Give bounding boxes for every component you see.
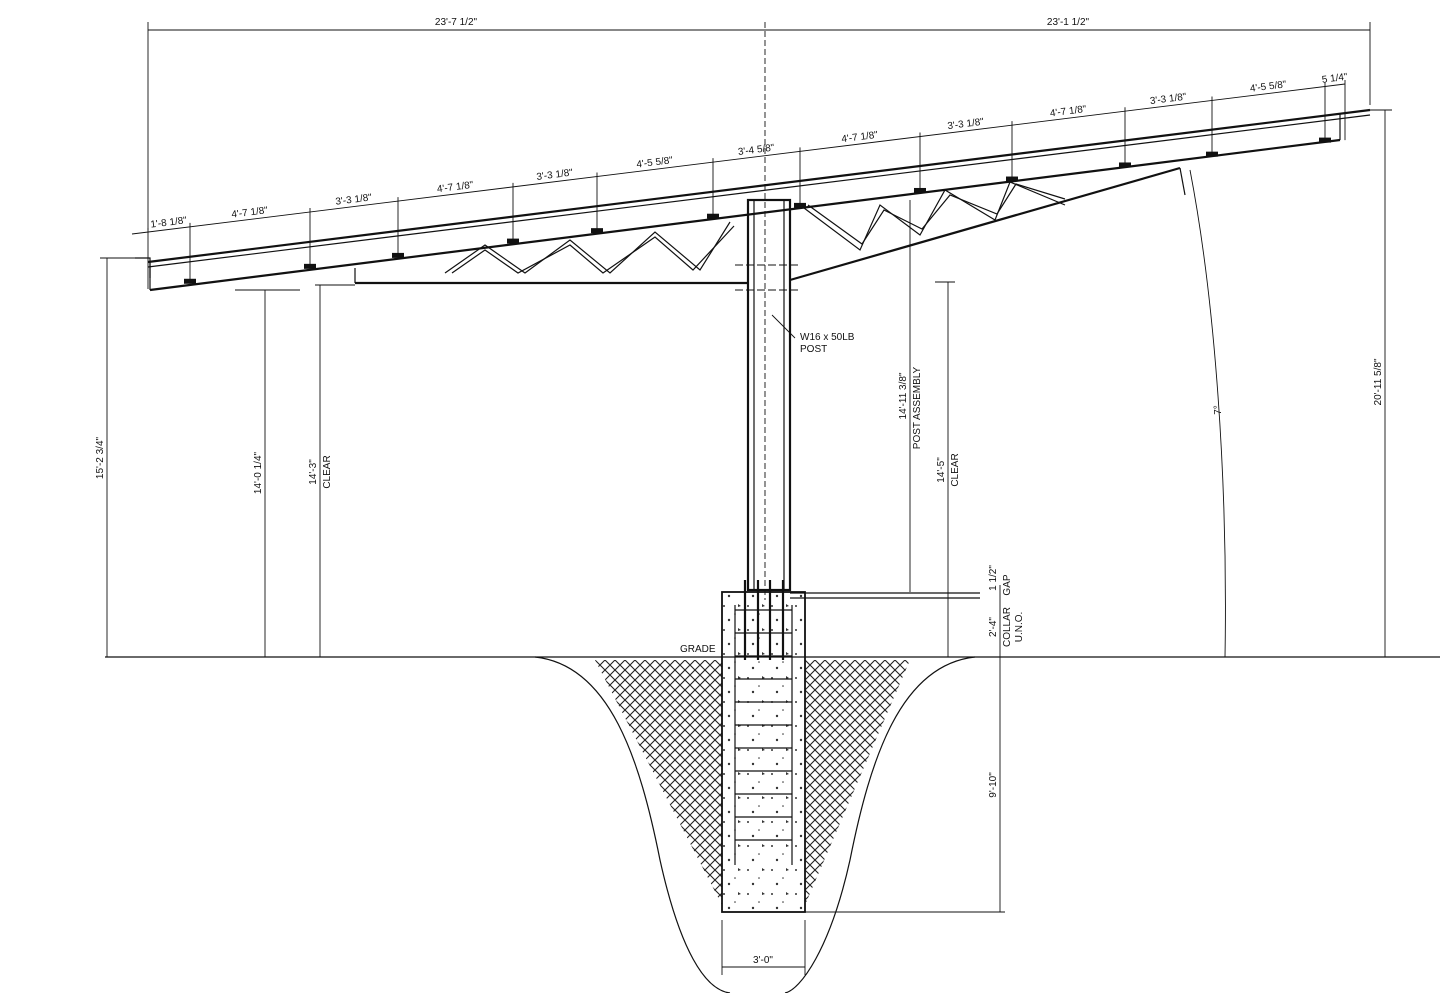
segment-dim: 3'-3 1/8" — [1149, 92, 1187, 107]
right-clear-dim: 14'-5" — [936, 457, 947, 483]
left-overall-dim: 15'-2 3/4" — [95, 436, 106, 479]
excavation-outline — [534, 656, 976, 993]
w16-post: W16 x 50LB POST — [735, 198, 855, 592]
panel-clip — [304, 263, 316, 269]
segment-dim: 4'-7 1/8" — [231, 205, 269, 220]
tilt-angle-arc — [1189, 169, 1226, 658]
concrete-footing — [721, 580, 980, 913]
post-assembly-label: POST ASSEMBLY — [912, 366, 923, 449]
top-dimension: 23'-7 1/2" 23'-1 1/2" — [147, 17, 1371, 600]
panel-clip — [184, 278, 196, 284]
panel-clip — [392, 252, 404, 258]
panel-clip — [591, 228, 603, 234]
right-clear-label: CLEAR — [950, 453, 961, 486]
gap-label: GAP — [1002, 574, 1013, 595]
top-left-span: 23'-7 1/2" — [435, 17, 478, 28]
footing-width-dim: 3'-0" — [753, 955, 773, 966]
grade-label: GRADE — [680, 644, 716, 655]
roof-panels — [135, 108, 1371, 292]
panel-clip — [1319, 137, 1331, 143]
post-sub-label: POST — [800, 344, 827, 355]
vertical-dimensions: 15'-2 3/4" 14'-0 1/4" 14'-3" CLEAR 14'-1… — [95, 109, 1392, 975]
segment-dim: 1'-8 1/8" — [150, 215, 188, 230]
segment-dim: 3'-3 1/8" — [536, 167, 574, 182]
right-truss — [789, 166, 1186, 282]
left-truss — [354, 221, 748, 285]
left-clear-dim: 14'-3" — [308, 459, 319, 485]
segment-dim: 5 1/4" — [1321, 72, 1348, 86]
panel-clip — [507, 238, 519, 244]
segment-dim: 4'-7 1/8" — [436, 180, 474, 195]
collar-label: COLLAR — [1002, 607, 1013, 647]
panel-clip — [914, 187, 926, 193]
left-beam-dim: 14'-0 1/4" — [253, 451, 264, 494]
panel-clip — [1206, 151, 1218, 157]
segment-dim: 3'-3 1/8" — [335, 192, 373, 207]
top-right-span: 23'-1 1/2" — [1047, 17, 1090, 28]
post-label: W16 x 50LB — [800, 332, 855, 343]
segment-dim: 3'-3 1/8" — [947, 117, 985, 132]
panel-segment-dimensions: 1'-8 1/8" 4'-7 1/8" 3'-3 1/8" 4'-7 1/8" 3'-3… — [131, 72, 1349, 289]
tilt-angle: 7° — [1213, 405, 1224, 415]
segment-dim: 4'-7 1/8" — [841, 130, 879, 145]
soil-hatch-right — [805, 660, 910, 905]
segment-dim: 4'-5 5/8" — [636, 155, 674, 170]
panel-clip — [1006, 176, 1018, 182]
panel-clips — [184, 137, 1331, 284]
soil-hatch-left — [595, 660, 722, 905]
collar-note: U.N.O. — [1014, 612, 1025, 643]
gap-dim: 1 1/2" — [988, 565, 999, 591]
panel-clip — [707, 213, 719, 219]
segment-dim: 4'-7 1/8" — [1049, 104, 1087, 119]
segment-dim: 3'-4 5/8" — [737, 143, 775, 158]
segment-dim: 4'-5 5/8" — [1249, 79, 1287, 94]
post-assembly-dim: 14'-11 3/8" — [898, 372, 909, 419]
right-overall-dim: 20'-11 5/8" — [1373, 358, 1384, 405]
panel-clip — [1119, 162, 1131, 168]
left-clear-label: CLEAR — [322, 455, 333, 488]
embed-depth-dim: 9'-10" — [988, 772, 999, 798]
collar-dim: 2'-4" — [988, 617, 999, 637]
